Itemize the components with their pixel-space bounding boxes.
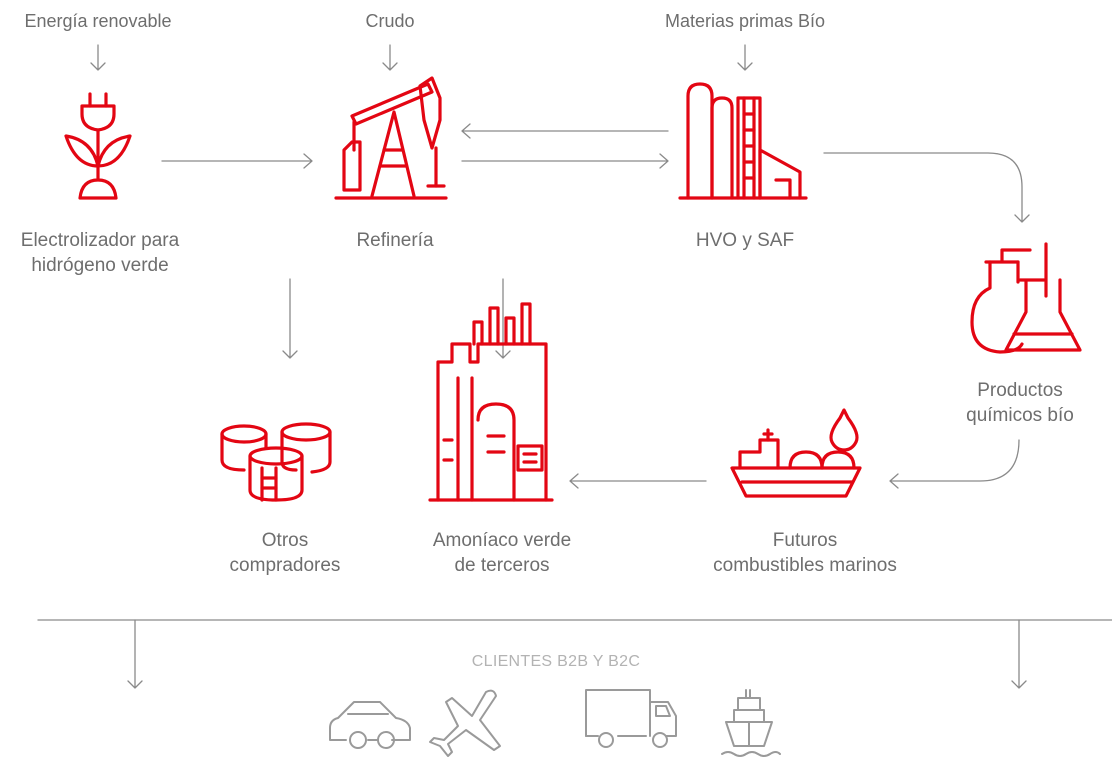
input-bio-raw-materials: Materias primas Bío xyxy=(664,11,826,31)
node-hvo-saf-label: HVO y SAF xyxy=(695,230,795,251)
input-arrow-renewable xyxy=(90,44,106,71)
arrow-marine-to-ammonia xyxy=(569,473,707,489)
input-arrow-bio xyxy=(737,44,753,71)
node-marine-fuels-label: Futuros combustibles marinos xyxy=(700,528,910,578)
node-marine-fuels-line1: Futuros xyxy=(772,530,838,551)
input-crude: Crudo xyxy=(365,11,415,31)
plant-plug-icon xyxy=(64,92,132,200)
input-arrow-crude xyxy=(382,44,398,71)
node-bio-chemicals-line2: químicos bío xyxy=(966,405,1074,426)
node-marine-fuels-line2: combustibles marinos xyxy=(713,555,897,576)
car-icon xyxy=(329,701,411,749)
node-electrolyzer-label: Electrolizador para hidrógeno verde xyxy=(0,228,200,278)
node-other-buyers-line1: Otros xyxy=(261,530,309,551)
arrow-electrolyzer-to-other-buyers xyxy=(282,278,298,359)
node-other-buyers-label: Otros compradores xyxy=(220,528,350,578)
node-electrolyzer-line1: Electrolizador para xyxy=(20,230,180,251)
arrow-hvo-to-chemicals xyxy=(823,152,1030,223)
node-bio-chemicals-label: Productos químicos bío xyxy=(960,378,1080,428)
arrow-electrolyzer-to-refinery xyxy=(161,153,313,169)
node-refinery-label: Refinería xyxy=(356,230,434,251)
airplane-icon xyxy=(429,689,501,757)
arrow-refinery-to-hvo xyxy=(461,153,669,169)
pump-jack-icon xyxy=(334,76,448,200)
input-renewable-energy: Energía renovable xyxy=(24,11,172,31)
node-other-buyers-line2: compradores xyxy=(229,555,341,576)
storage-tanks-icon xyxy=(220,422,332,502)
arrow-hvo-to-refinery xyxy=(461,123,669,139)
node-bio-chemicals-line1: Productos xyxy=(977,380,1063,401)
ship-icon xyxy=(721,689,781,757)
industrial-plant-icon xyxy=(428,302,554,502)
arrow-chemicals-to-marine xyxy=(889,439,1020,489)
clients-bar xyxy=(37,619,1112,689)
chemistry-flasks-icon xyxy=(970,242,1082,354)
node-electrolyzer-line2: hidrógeno verde xyxy=(31,255,169,276)
node-green-ammonia-label: Amoníaco verde de terceros xyxy=(412,528,592,578)
node-green-ammonia-line1: Amoníaco verde xyxy=(432,530,572,551)
node-green-ammonia-line2: de terceros xyxy=(454,555,550,576)
tanker-ship-icon xyxy=(730,408,862,498)
biorefinery-plant-icon xyxy=(678,82,808,200)
clients-heading: CLIENTES B2B Y B2C xyxy=(471,653,641,670)
truck-icon xyxy=(585,689,677,748)
